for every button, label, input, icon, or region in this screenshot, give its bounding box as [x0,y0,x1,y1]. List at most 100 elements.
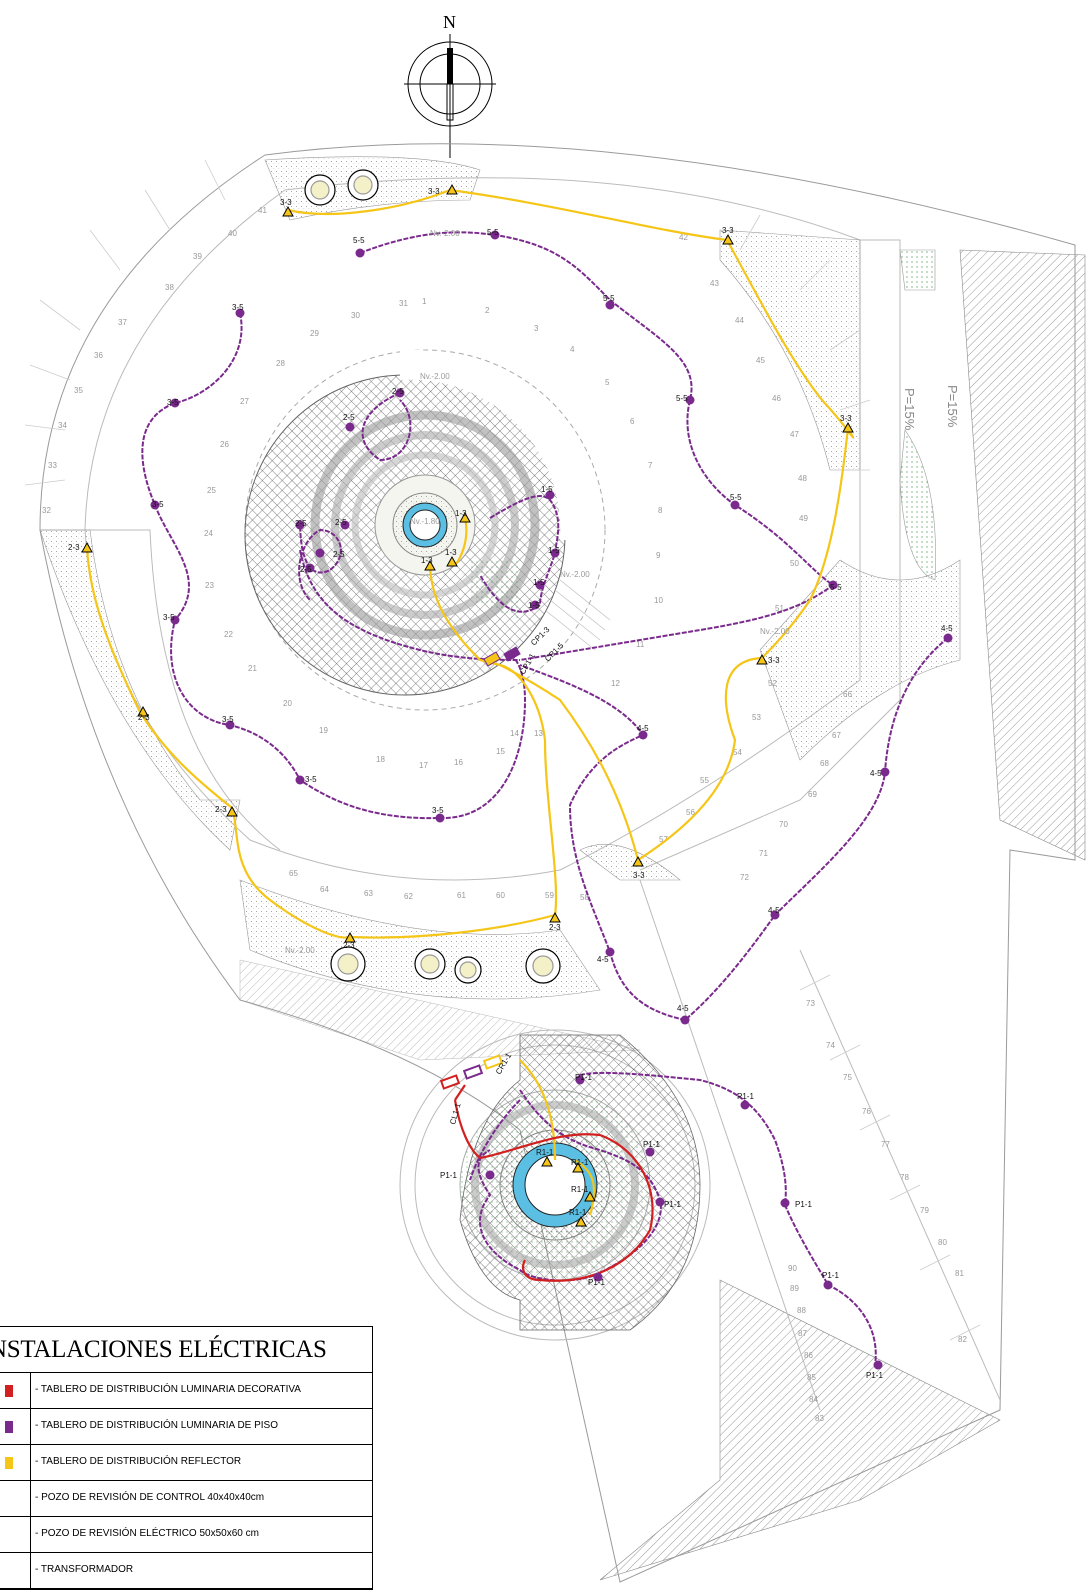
parking-stall-number: 16 [454,758,463,767]
reflector-circuit-label: R1-1 [571,1185,589,1194]
reflector-circuit-label: 2-3 [138,713,150,722]
reflector-fixture-icon [575,1215,587,1227]
parking-stall-number: 12 [611,679,620,688]
floor-light-fixture [593,1272,603,1282]
reflector-circuit-label: 3-3 [280,198,292,207]
parking-numbers: 1234567891011121314151617181920212223242… [42,206,967,1423]
reflector-fixture-icon [446,555,458,567]
floor-light-fixture [680,1015,690,1025]
legend-row-reflector: - TABLERO DE DISTRIBUCIÓN REFLECTOR [0,1445,372,1481]
reflector-fixture-icon [81,541,93,553]
parking-stall-number: 87 [798,1329,807,1338]
floor-light-fixture [295,775,305,785]
parking-stall-number: 90 [788,1264,797,1273]
legend-row-control-well: - POZO DE REVISIÓN DE CONTROL 40x40x40cm [0,1481,372,1517]
upper-plaza [244,349,611,711]
floor-circuit-label: 2-5 [343,413,355,422]
floor-circuit-label: 1-5 [548,546,560,555]
floor-light-fixture [485,1170,495,1180]
floor-circuit-label: 2-5 [295,519,307,528]
decorative-circuit [453,1084,654,1282]
floor-light-fixture [943,633,953,643]
parking-stall-number: 14 [510,729,519,738]
floor-light-fixture [490,230,500,240]
parking-stall-number: 84 [809,1395,818,1404]
reflector-fixture-icon [632,855,644,867]
parking-stall-number: 3 [534,324,539,333]
parking-stall-number: 51 [775,604,784,613]
parking-stall-number: 73 [806,999,815,1008]
reflector-circuit [85,188,855,1216]
parking-stall-number: 85 [807,1373,816,1382]
parking-stall-number: 67 [832,731,841,740]
level-label: Nv.-1.80 [410,517,440,526]
level-label: Nv.-2.00 [560,570,590,579]
parking-stall-number: 26 [220,440,229,449]
floor-light-fixture [170,398,180,408]
reflector-fixture-icon [459,511,471,523]
parking-stall-number: 40 [228,229,237,238]
reflector-circuit-label: 2-3 [215,805,227,814]
parking-stall-number: 89 [790,1284,799,1293]
reflector-circuit-label: 3-3 [428,187,440,196]
floor-light-fixture [435,813,445,823]
parking-stall-number: 52 [768,679,777,688]
parking-stall-number: 1 [422,297,427,306]
reflector-fixture-icon [722,233,734,245]
reflector-fixture-icon [584,1190,596,1202]
floor-light-fixture [225,720,235,730]
floor-circuit-label: P1-1 [643,1140,660,1149]
parking-stall-number: 8 [658,506,663,515]
floor-light-fixture [395,388,405,398]
parking-stall-number: 49 [799,514,808,523]
reflector-fixture-icon [572,1161,584,1173]
floor-light-fixture [740,1100,750,1110]
reflector-circuit-label: 1-3 [421,556,433,565]
parking-stall-number: 80 [938,1238,947,1247]
floor-circuit-label: P1-1 [575,1073,592,1082]
parking-stall-number: 29 [310,329,319,338]
parking-stall-number: 22 [224,630,233,639]
floor-circuit-label: 5-5 [603,294,615,303]
parking-stall-number: 4 [570,345,575,354]
parking-stall-number: 11 [636,640,645,649]
legend-row-floor: - TABLERO DE DISTRIBUCIÓN LUMINARIA DE P… [0,1409,372,1445]
parking-stall-number: 56 [686,808,695,817]
floor-circuit-label: 5-5 [487,228,499,237]
floor-light-fixture [535,580,545,590]
parking-stall-number: 57 [659,835,668,844]
floor-light-fixture [530,600,540,610]
parking-stall-number: 36 [94,351,103,360]
reflector-circuit-label: 3-3 [633,871,645,880]
floor-light-fixture [638,730,648,740]
floor-circuit-label: P1-1 [440,1171,457,1180]
parking-stall-number: 76 [862,1107,871,1116]
floor-light-fixture [150,500,160,510]
parking-stall-number: 19 [319,726,328,735]
floor-circuit-label: 4-5 [597,955,609,964]
level-label: Nv.-2.00 [420,372,450,381]
floor-light-fixture [340,520,350,530]
reflector-circuit-label: 2-3 [343,941,355,950]
parking-stall-number: 81 [955,1269,964,1278]
parking-stall-number: 37 [118,318,127,327]
parking-stall-number: 86 [804,1351,813,1360]
parking-stall-number: 71 [759,849,768,858]
legend-title: INSTALACIONES ELÉCTRICAS [0,1327,372,1373]
parking-stall-number: 30 [351,311,360,320]
floor-circuit-label: P1-1 [588,1278,605,1287]
parking-stall-number: 17 [419,761,428,770]
parking-stall-lines [24,159,981,1341]
parking-stall-number: 70 [779,820,788,829]
parking-stall-number: 64 [320,885,329,894]
parking-stall-number: 43 [710,279,719,288]
floor-circuit-label: 5-5 [730,493,742,502]
parking-stall-number: 28 [276,359,285,368]
floor-light-fixture [823,1280,833,1290]
legend-text: - POZO DE REVISIÓN ELÉCTRICO 50x50x60 cm [35,1528,259,1539]
floor-light-fixture [780,1198,790,1208]
distribution-panels [439,646,521,1090]
floor-light-fixture [873,1360,883,1370]
floor-light-fixture [545,490,555,500]
